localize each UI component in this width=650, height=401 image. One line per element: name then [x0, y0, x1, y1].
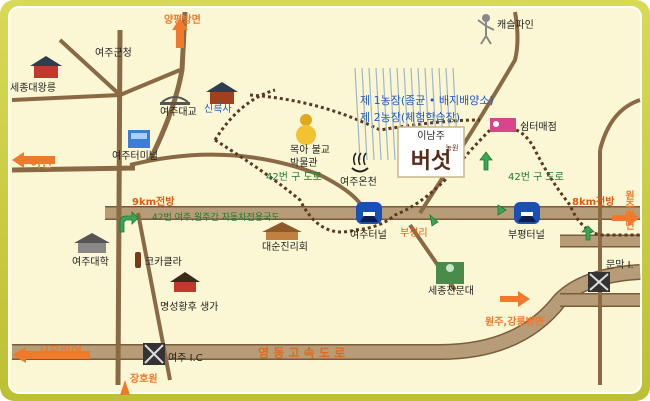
direction-arrows	[12, 18, 640, 395]
label-yeoju-terminal: 여주터미널	[112, 150, 158, 162]
sejong-tomb-icon	[30, 56, 62, 78]
farm-line-2: 제 2농장(체험학습장)	[360, 111, 460, 124]
buddha-icon	[296, 114, 316, 145]
label-yeoju-ic: 여주 I.C	[168, 352, 203, 364]
bupyeong-tunnel-icon	[514, 202, 540, 224]
label-sejong-observatory: 세종천문대	[428, 285, 474, 297]
university-icon	[74, 233, 110, 253]
arrow-green-up	[479, 151, 493, 171]
daesun-icon	[262, 222, 302, 240]
label-yangpyeong: 양평방면	[164, 13, 201, 26]
label-mokah-museum-1: 목아 불교	[290, 144, 330, 156]
arrow-right-wonju	[612, 210, 640, 226]
observatory-icon	[436, 262, 464, 284]
brand-main: 버섯	[411, 149, 451, 174]
old-route-dashed	[213, 88, 640, 237]
arrow-down-janghowon	[120, 380, 130, 395]
label-route42-new: 42번 여주,원주간 자동차전용국도	[152, 211, 280, 223]
golfer-icon	[477, 14, 495, 45]
farm-line-1: 제 1농장(종균 • 배지배양소)	[360, 94, 494, 107]
label-seoul: 서울방면	[38, 344, 82, 359]
label-yeoju-hotspring: 여주온천	[340, 176, 377, 188]
label-myeongseong: 명성황후 생가	[160, 301, 218, 313]
label-kokaklra: 코카클라	[145, 256, 182, 268]
label-bupyeong-tunnel: 부평터널	[508, 229, 545, 241]
yeoju-tunnel-icon	[356, 202, 382, 224]
arrow-green-right	[497, 204, 507, 216]
label-silleuksa: 신륵사	[204, 103, 232, 115]
arrow-right-gangneung	[500, 291, 530, 307]
label-route42-old-right: 42번 구 도로	[508, 171, 564, 183]
label-9km: 9km전방	[132, 195, 175, 208]
munmak-ic-icon	[588, 272, 610, 292]
label-yeoju-tunnel: 여주터널	[350, 229, 387, 241]
brand-top: 이남주	[417, 130, 445, 142]
brand-box: 이남주 버섯 농원	[397, 126, 465, 178]
label-8km: 8km전방	[572, 195, 615, 208]
map-background	[8, 6, 642, 394]
myeongseong-icon	[170, 272, 200, 292]
label-icheon: 이천	[30, 155, 52, 170]
green-arrows	[119, 151, 595, 241]
yeoju-bridge-icon	[160, 96, 190, 105]
yeoju-ic-icon	[143, 343, 165, 365]
label-cashepine: 캐슬파인	[497, 19, 534, 31]
silleuksa-icon	[206, 82, 238, 104]
label-wonju: 원주방면	[623, 189, 635, 230]
label-yeoju-office: 여주군청	[95, 47, 132, 59]
arrow-left-seoul	[12, 347, 90, 363]
shelter-icon	[490, 118, 516, 132]
arrow-green-down	[429, 213, 439, 227]
label-sejong-tomb: 세종대왕릉	[10, 82, 56, 94]
arrow-green-right2	[581, 225, 595, 241]
label-yeoju-bridge: 여주대교	[160, 106, 197, 118]
arrow-left-icheon	[12, 152, 55, 168]
label-daesun: 대순진리회	[262, 241, 308, 253]
label-munmak: 문막 I.	[606, 259, 634, 271]
hotspring-icon	[351, 152, 369, 173]
label-shelter: 쉼터매점	[520, 121, 557, 133]
arrow-up-yangpyeong	[172, 18, 188, 48]
label-route42-old-left: 42번 구 도로	[266, 171, 322, 183]
label-yeoju-univ: 여주대학	[72, 256, 109, 268]
label-mokah-museum-2: 박물관	[290, 157, 318, 169]
arrow-green-left	[119, 211, 139, 233]
terminal-icon	[128, 130, 150, 148]
brand-sub: 농원	[446, 143, 459, 152]
bottle-icon	[135, 252, 141, 268]
label-bupyeongri: 부평리	[400, 227, 428, 239]
label-janghowon: 장호원	[130, 372, 158, 385]
label-expressway: 영 동 고 속 도 로	[258, 345, 345, 360]
label-wonju-gangneung: 원주,강릉방면	[485, 315, 544, 328]
